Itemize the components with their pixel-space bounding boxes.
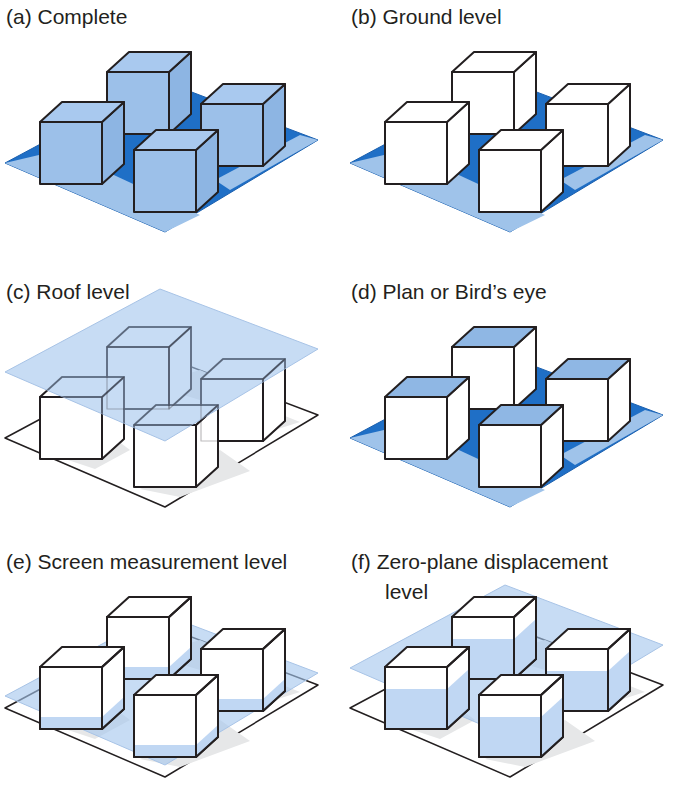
cube-edge [196,675,218,757]
cube-top [385,102,469,122]
cube-ghost [40,397,102,459]
cube-top [201,84,285,104]
cube-top [107,597,191,617]
panel-title: (e) Screen measurement level [6,547,296,577]
cube-top [452,597,536,617]
cube-ghost [134,405,218,425]
cube-ghost [169,327,191,409]
cube-ghost [263,359,285,441]
cube-front [385,397,447,459]
cube-edge [169,597,191,679]
cube-top [546,629,630,649]
cube-ghost [107,327,191,347]
roof-plane [5,289,318,441]
cube-front [134,150,196,212]
panel-title: (b) Ground level [351,2,670,32]
cube-ghost [201,359,285,379]
cube-edge [102,647,124,729]
cube-ghost [196,405,218,487]
cube-edge [134,695,196,757]
cube-ghost [107,347,169,409]
cube-front [385,667,447,729]
cube-front [479,695,541,757]
cube-top [546,84,630,104]
cube-edge [479,695,541,757]
cube-ghost [40,377,124,397]
panel-title: (a) Complete [6,2,326,32]
cube-front [385,122,447,184]
level-plane [5,613,318,765]
cube-top [107,52,191,72]
cube-edge [385,667,447,729]
cube-edge [541,675,563,757]
cube-top [201,629,285,649]
cube-top [479,130,563,150]
cube-top [546,359,630,379]
cube-band [134,745,196,757]
cube-band [479,717,541,757]
cube-top [134,130,218,150]
cube-top [479,405,563,425]
cube-top [479,675,563,695]
cube-edge [608,629,630,711]
panel-title: (f) Zero-plane displacement level [351,547,651,607]
cube-ghost [201,379,263,441]
cube-ghost [102,377,124,459]
cube-top [40,102,124,122]
cube-front [479,425,541,487]
cube-top [385,647,469,667]
cube-band [40,717,102,729]
cube-top [385,377,469,397]
cube-edge [263,629,285,711]
cube-edge [40,667,102,729]
panel-title: (c) Roof level [6,277,326,307]
cube-front [40,667,102,729]
cube-front [134,695,196,757]
cube-top [452,52,536,72]
cube-front [479,150,541,212]
cube-top [134,675,218,695]
cube-edge [514,597,536,679]
cube-top [452,327,536,347]
cube-edge [447,647,469,729]
panel-title: (d) Plan or Bird’s eye [351,277,670,307]
cube-front [40,122,102,184]
cube-ghost [134,425,196,487]
cube-top [40,647,124,667]
cube-band [385,689,447,729]
